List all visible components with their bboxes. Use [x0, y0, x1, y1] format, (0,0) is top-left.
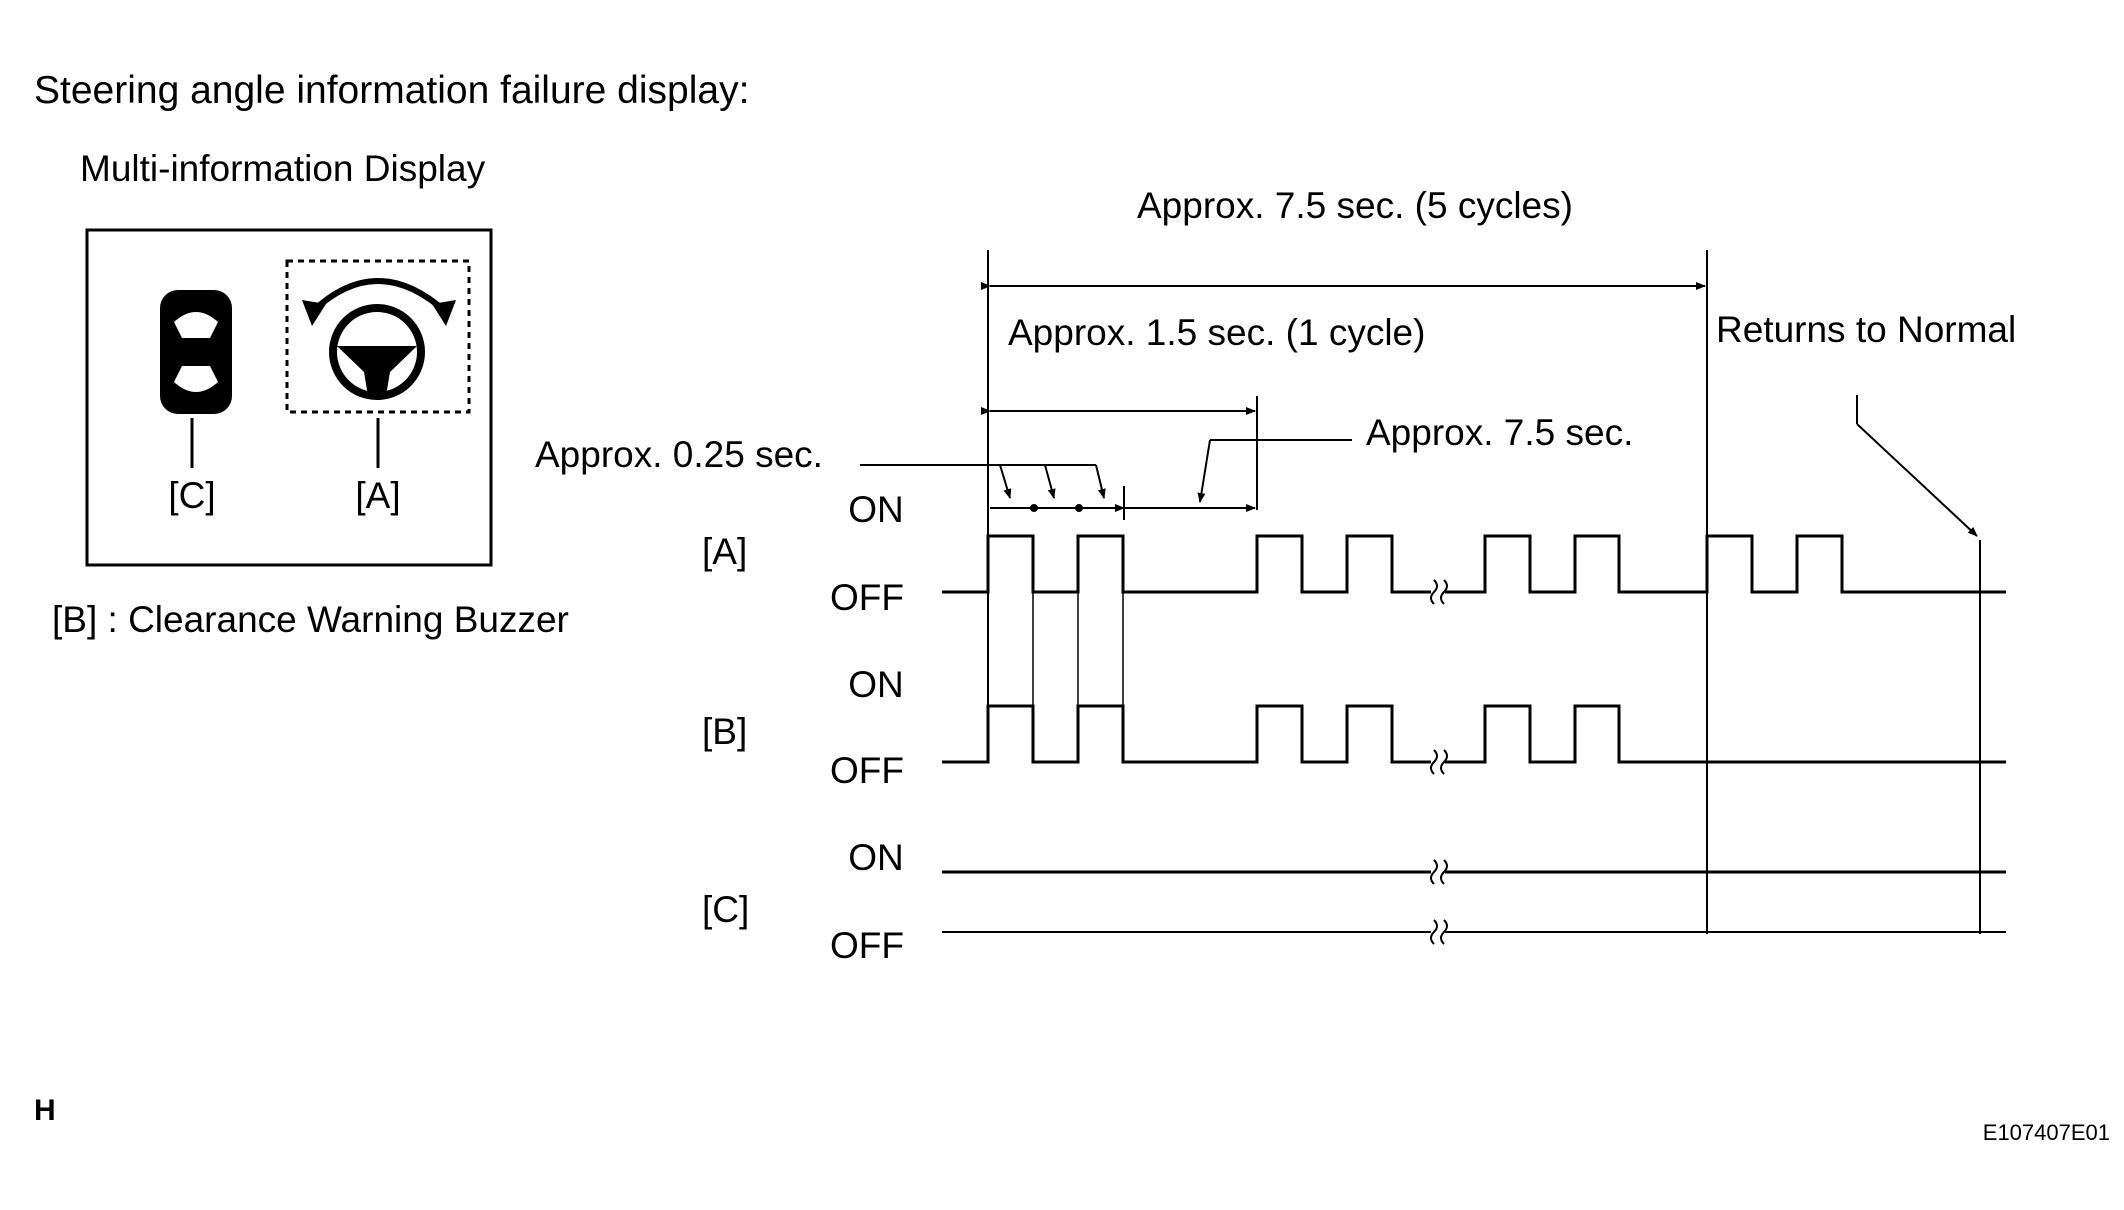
display-frame	[85, 228, 493, 567]
vehicle-top-view-icon	[160, 290, 232, 414]
pulse-guides	[987, 536, 1124, 762]
row-label-b: [B]	[702, 711, 747, 752]
pulse-duration-label: Approx. 0.25 sec.	[535, 434, 823, 475]
display-label-a: [A]	[355, 475, 400, 516]
buzzer-legend: [B] : Clearance Warning Buzzer	[52, 599, 569, 640]
display-heading: Multi-information Display	[80, 148, 486, 189]
waveform-b	[942, 704, 2006, 764]
row-a-on-label: ON	[848, 489, 904, 530]
row-c-off-label: OFF	[830, 925, 904, 966]
row-c-on-label: ON	[848, 837, 904, 878]
interval-duration-label: Approx. 7.5 sec.	[1366, 412, 1633, 453]
row-b-off-label: OFF	[830, 750, 904, 791]
page-title: Steering angle information failure displ…	[34, 69, 749, 112]
steering-icon-dashed-frame	[285, 259, 471, 414]
row-label-c: [C]	[702, 889, 749, 930]
total-duration-label: Approx. 7.5 sec. (5 cycles)	[1137, 185, 1573, 226]
pulse-tick-1	[1030, 504, 1038, 512]
steering-wheel-rotation-icon	[302, 278, 456, 400]
cycle-duration-label: Approx. 1.5 sec. (1 cycle)	[1008, 312, 1425, 353]
display-label-c: [C]	[168, 475, 215, 516]
time-break-marks	[1430, 579, 1448, 945]
pulse-tick-2	[1075, 504, 1083, 512]
waveform-a	[942, 534, 2006, 594]
corner-code: H	[34, 1094, 56, 1127]
row-a-off-label: OFF	[830, 577, 904, 618]
row-label-a: [A]	[702, 531, 747, 572]
returns-to-normal-label: Returns to Normal	[1716, 309, 2016, 350]
row-b-on-label: ON	[848, 664, 904, 705]
figure-code: E107407E01	[1983, 1120, 2110, 1145]
